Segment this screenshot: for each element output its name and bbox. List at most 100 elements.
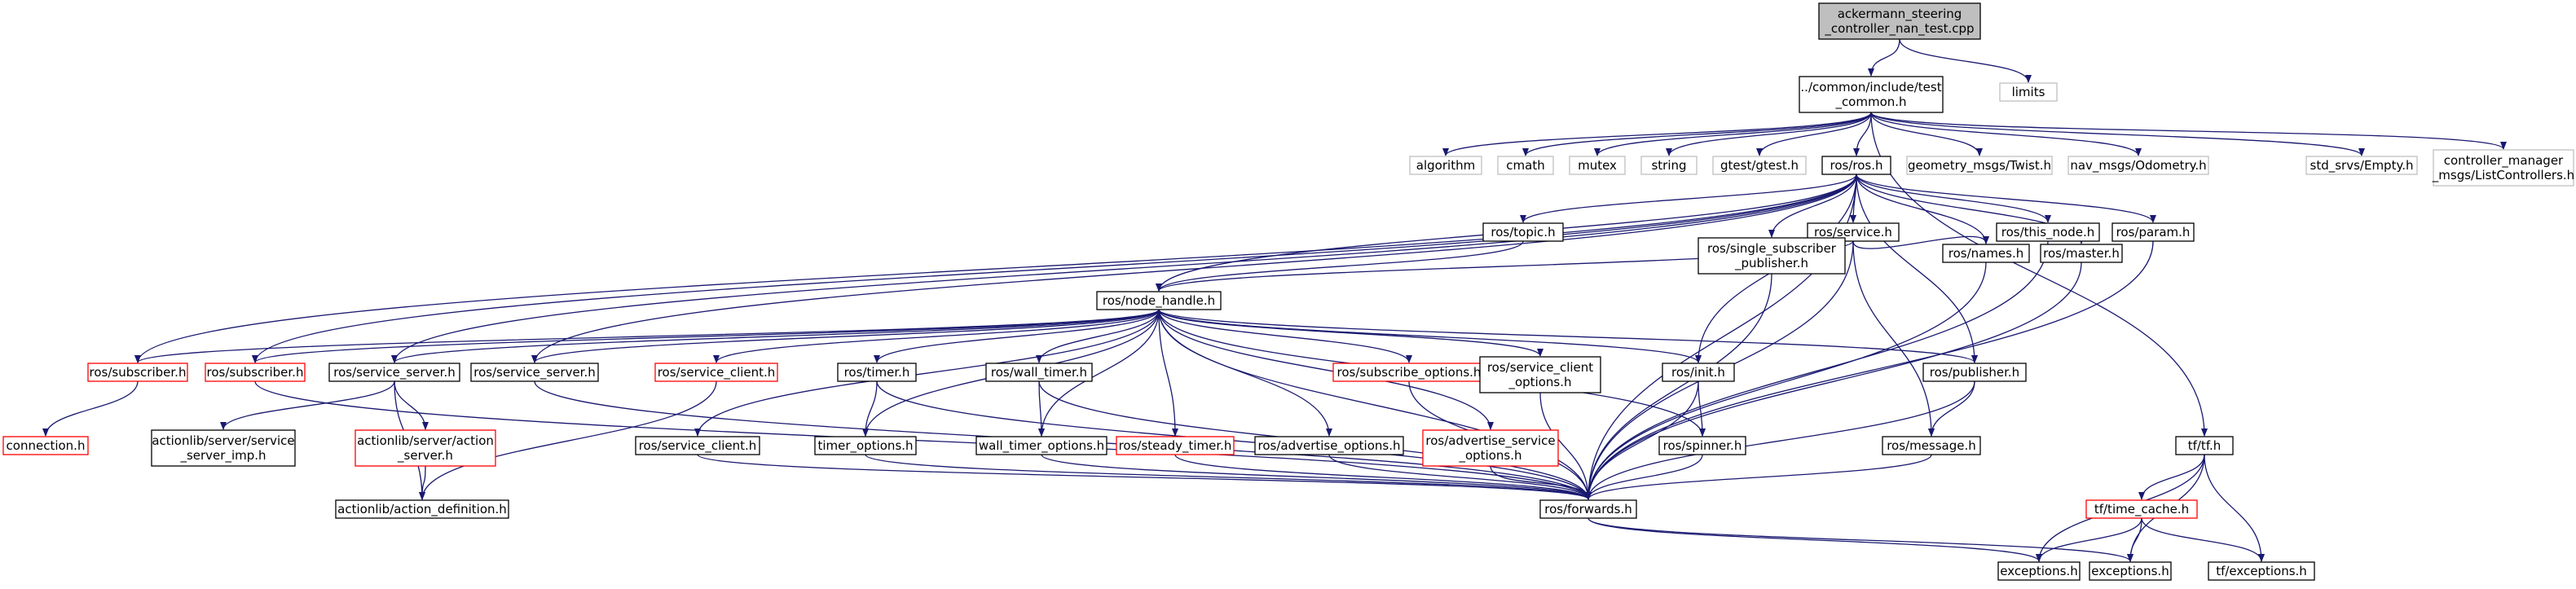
node-service[interactable]: ros/service.h (1807, 222, 1900, 242)
node-odometry: nav_msgs/Odometry.h (2067, 156, 2209, 175)
node-wall_timer[interactable]: ros/wall_timer.h (985, 363, 1093, 382)
node-publisher[interactable]: ros/publisher.h (1922, 363, 2027, 382)
node-label-spinner-0: ros/spinner.h (1663, 438, 1742, 453)
node-subscriber_a[interactable]: ros/subscriber.h (87, 363, 188, 382)
node-steady_timer[interactable]: ros/steady_timer.h (1116, 436, 1235, 455)
edge-single_sub-to-forwards (1585, 273, 1772, 500)
edge-tf_tf-to-time_cache (2138, 454, 2205, 500)
node-init[interactable]: ros/init.h (1662, 363, 1735, 382)
node-listcontrollers: controller_manager_msgs/ListControllers.… (2432, 149, 2574, 187)
node-message[interactable]: ros/message.h (1882, 436, 1981, 455)
edge-ros_ros-to-single_sub (1768, 174, 1857, 238)
node-box-publisher (1922, 363, 2027, 382)
edge-publisher-to-forwards (1585, 380, 1975, 500)
edges-layer (42, 38, 2507, 562)
edge-this_node-to-forwards (1585, 240, 2049, 500)
node-service_server_imp[interactable]: actionlib/server/service_server_imp.h (151, 429, 296, 467)
node-timer[interactable]: ros/timer.h (837, 363, 917, 382)
node-box-wall_timer_options (975, 436, 1107, 455)
node-advertise_service_options[interactable]: ros/advertise_service_options.h (1422, 429, 1559, 467)
node-service_client_h[interactable]: ros/service_client.h (635, 436, 760, 455)
node-box-single_sub (1698, 237, 1846, 275)
node-service_client[interactable]: ros/service_client.h (654, 363, 778, 382)
node-subscriber_b[interactable]: ros/subscriber.h (205, 363, 306, 382)
node-box-forwards (1539, 499, 1637, 519)
node-label-odometry-0: nav_msgs/Odometry.h (2070, 158, 2206, 174)
node-box-node_handle (1096, 291, 1222, 310)
edge-advertise_options-to-forwards (1328, 454, 1592, 500)
edge-subscriber_b-to-forwards (254, 380, 1592, 500)
node-label-node_handle-0: ros/node_handle.h (1103, 293, 1215, 309)
node-topic[interactable]: ros/topic.h (1482, 222, 1564, 242)
node-action_definition[interactable]: actionlib/action_definition.h (335, 499, 509, 519)
node-node_handle[interactable]: ros/node_handle.h (1096, 291, 1222, 310)
node-single_sub[interactable]: ros/single_subscriber_publisher.h (1698, 237, 1846, 275)
node-label-param-0: ros/param.h (2116, 225, 2191, 240)
node-time_cache[interactable]: tf/time_cache.h (2085, 499, 2198, 519)
node-twist: geometry_msgs/Twist.h (1906, 156, 2053, 175)
node-box-service_client (654, 363, 778, 382)
edge-ros_ros-to-publisher (1856, 174, 1978, 363)
node-box-gtest (1712, 156, 1807, 175)
node-label-algorithm-0: algorithm (1416, 158, 1475, 173)
node-label-action_definition-0: actionlib/action_definition.h (337, 502, 507, 517)
edge-node_handle-to-init (1158, 309, 1702, 363)
edge-time_cache-to-exceptions_a (2036, 517, 2142, 562)
node-box-exceptions_b (2089, 561, 2172, 581)
node-box-param (2111, 222, 2195, 242)
node-box-service_server_a (328, 363, 460, 382)
node-root[interactable]: ackermann_steering_controller_nan_test.c… (1818, 2, 1981, 40)
node-box-service_client_options (1479, 356, 1601, 393)
node-param[interactable]: ros/param.h (2111, 222, 2195, 242)
node-box-advertise_options (1254, 436, 1404, 455)
node-forwards[interactable]: ros/forwards.h (1539, 499, 1637, 519)
node-exceptions_b[interactable]: exceptions.h (2089, 561, 2172, 581)
edge-message-to-forwards (1585, 454, 1932, 500)
edge-node_handle-to-publisher (1158, 309, 1978, 363)
node-service_server_a[interactable]: ros/service_server.h (328, 363, 460, 382)
node-service_client_options[interactable]: ros/service_client_options.h (1479, 356, 1601, 393)
node-spinner[interactable]: ros/spinner.h (1658, 436, 1746, 455)
edge-node_handle-to-service_server_b (531, 309, 1160, 363)
node-action_server[interactable]: actionlib/server/action_server.h (354, 429, 496, 467)
node-advertise_options[interactable]: ros/advertise_options.h (1254, 436, 1404, 455)
node-names[interactable]: ros/names.h (1942, 244, 2030, 263)
node-box-message (1882, 436, 1981, 455)
node-label-message-0: ros/message.h (1887, 438, 1976, 453)
node-box-subscriber_a (87, 363, 188, 382)
node-label-service_server_a-0: ros/service_server.h (333, 365, 456, 380)
node-label-exceptions_b-0: exceptions.h (2091, 564, 2169, 578)
node-box-string (1640, 156, 1698, 175)
node-subscribe_options[interactable]: ros/subscribe_options.h (1332, 363, 1486, 382)
node-label-timer-0: ros/timer.h (844, 365, 910, 380)
node-this_node[interactable]: ros/this_node.h (1996, 222, 2100, 242)
node-cmath: cmath (1497, 156, 1554, 175)
node-exceptions_a[interactable]: exceptions.h (1997, 561, 2081, 581)
edge-service-to-message (1852, 240, 1935, 437)
edge-test_common-to-twist (1870, 112, 1983, 156)
node-timer_options[interactable]: timer_options.h (814, 436, 917, 455)
node-box-connection (2, 436, 89, 455)
edge-timer-to-timer_options (862, 380, 878, 437)
node-label-action_server-0: actionlib/server/action (357, 433, 494, 448)
edge-test_common-to-mutex (1594, 112, 1872, 156)
node-ros_ros[interactable]: ros/ros.h (1821, 156, 1891, 175)
edge-test_common-to-gtest (1756, 112, 1872, 156)
node-wall_timer_options[interactable]: wall_timer_options.h (975, 436, 1107, 455)
node-service_server_b[interactable]: ros/service_server.h (470, 363, 599, 382)
node-label-service_server_imp-0: actionlib/server/service (152, 433, 294, 448)
node-label-advertise_service_options-0: ros/advertise_service (1425, 433, 1555, 449)
node-connection[interactable]: connection.h (2, 436, 89, 455)
node-box-exceptions_a (1997, 561, 2081, 581)
edge-service_server_a-to-action_server (394, 380, 429, 430)
node-box-twist (1906, 156, 2053, 175)
node-label-listcontrollers-1: _msgs/ListControllers.h (2432, 168, 2574, 183)
node-tf_exceptions[interactable]: tf/exceptions.h (2208, 561, 2315, 581)
node-tf_tf[interactable]: tf/tf.h (2175, 436, 2234, 455)
node-box-action_server (354, 429, 496, 467)
node-label-service_client_options-1: _options.h (1508, 375, 1571, 390)
node-test_common[interactable]: ../common/include/test_common.h (1799, 76, 1944, 113)
node-master[interactable]: ros/master.h (2040, 244, 2123, 263)
edge-test_common-to-empty (1870, 112, 2365, 156)
